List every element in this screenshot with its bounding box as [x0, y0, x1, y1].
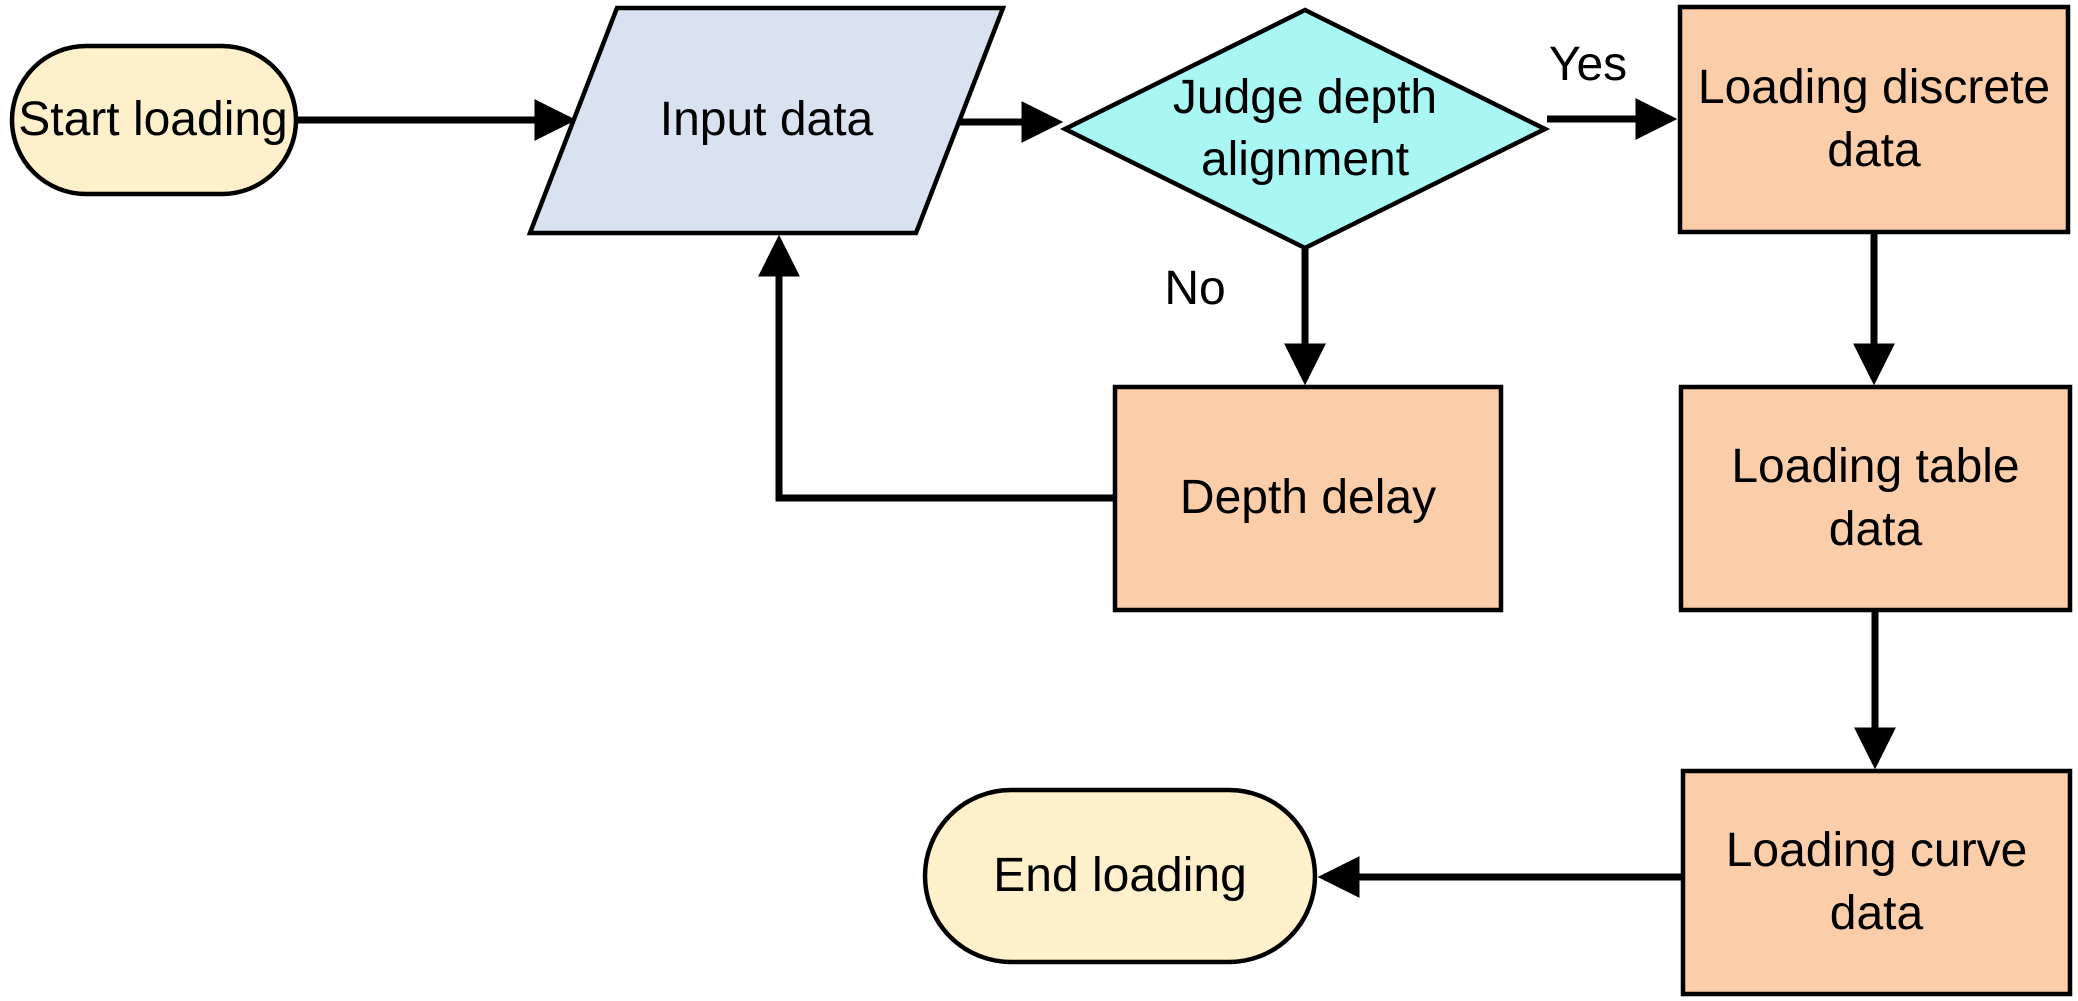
- node-start-loading-terminator: [9, 43, 299, 197]
- node-loading-discrete-data-rect: [1677, 4, 2071, 235]
- node-input-data-parallelogram: [526, 5, 1007, 236]
- node-end-loading-terminator: [922, 787, 1318, 965]
- node-judge-depth-alignment-diamond: [1059, 7, 1551, 251]
- edge-delay-to-input-loop: [758, 234, 1115, 502]
- node-loading-curve-data-rect: [1680, 768, 2073, 997]
- node-depth-delay-rect: [1112, 384, 1504, 613]
- node-loading-table-data-rect: [1678, 384, 2073, 613]
